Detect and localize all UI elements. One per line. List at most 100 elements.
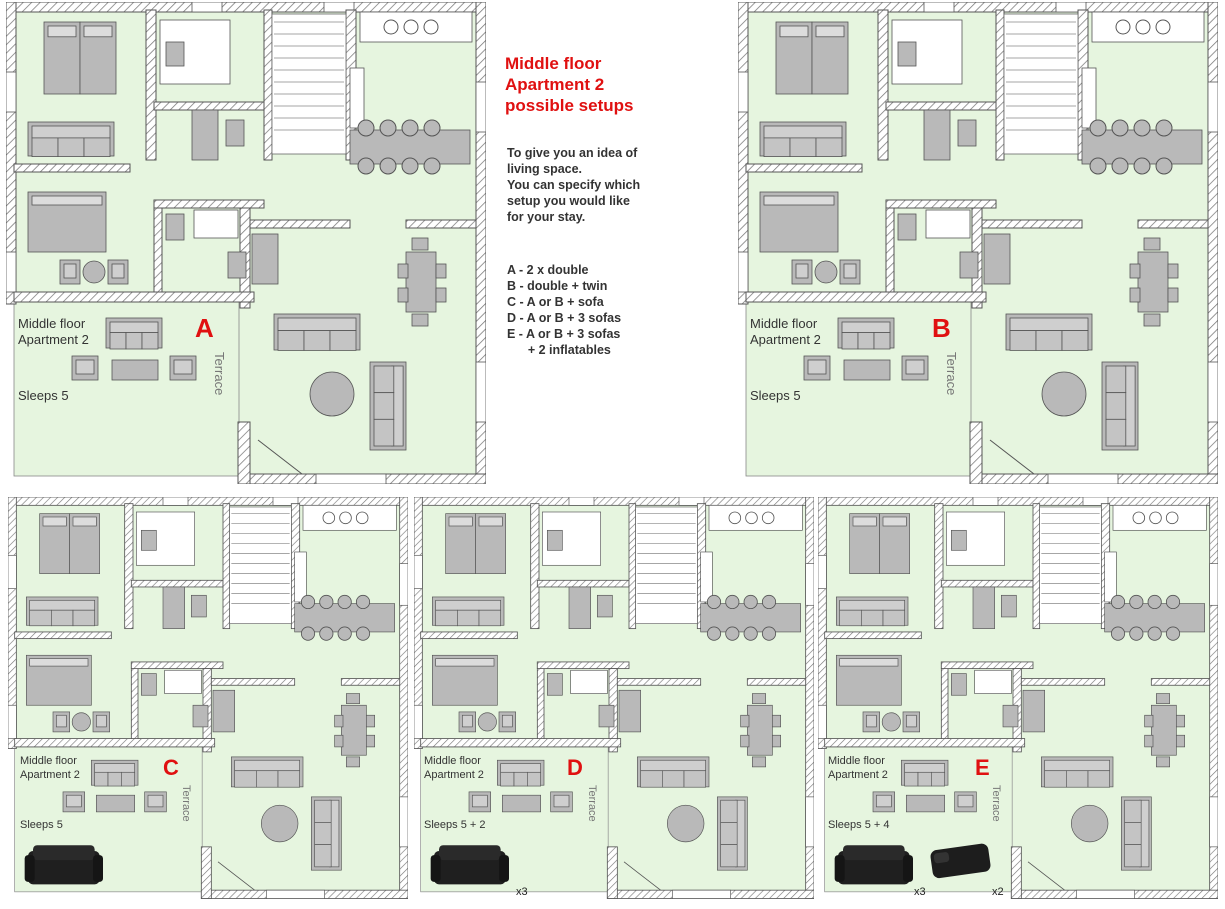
window <box>818 704 827 739</box>
wall <box>738 2 1218 13</box>
pillow <box>83 25 113 38</box>
armchair-seat <box>462 714 473 728</box>
armchair-seat <box>472 794 488 808</box>
window <box>1082 497 1109 506</box>
wall <box>263 9 273 161</box>
washbasin <box>227 251 247 279</box>
wall <box>745 291 987 303</box>
armchair-seat <box>876 794 892 808</box>
sofa-cushion <box>373 365 395 394</box>
window <box>972 497 999 506</box>
hob <box>1149 511 1162 525</box>
sofa <box>273 313 361 351</box>
sofa <box>717 796 748 871</box>
armchair-seat <box>111 263 125 279</box>
wall <box>8 497 408 506</box>
armchair-seat <box>843 263 857 279</box>
hob <box>1135 19 1151 35</box>
sofa-cushion <box>904 771 919 787</box>
wall <box>824 738 1026 748</box>
sofa-back <box>435 599 501 611</box>
stool <box>725 594 740 610</box>
shower <box>925 209 971 239</box>
hob <box>761 511 775 525</box>
pillow <box>779 25 809 38</box>
stool <box>761 594 777 610</box>
hob <box>383 19 399 35</box>
sofa-cushion <box>125 332 143 350</box>
sofa-cushion <box>277 770 301 788</box>
pillow <box>42 516 67 527</box>
stool <box>1147 626 1162 641</box>
armchair-seat <box>66 794 82 808</box>
wall <box>237 421 251 484</box>
hob <box>1165 511 1179 525</box>
hob <box>1132 511 1146 525</box>
window <box>162 497 189 506</box>
window <box>1209 796 1218 848</box>
wall <box>130 661 139 746</box>
wall <box>6 2 17 305</box>
sofa-cushion <box>314 799 332 823</box>
chair <box>1156 756 1170 768</box>
chair <box>1144 714 1154 728</box>
sofa-count: x3 <box>914 886 926 898</box>
sofa-cushion <box>1105 365 1127 394</box>
sofa-cushion <box>141 332 159 350</box>
sofa <box>27 121 115 157</box>
shower <box>570 669 608 694</box>
side-table <box>82 260 106 284</box>
sofa-cushion <box>720 844 738 868</box>
sofa <box>91 759 139 787</box>
stool <box>1111 119 1129 137</box>
stool <box>1110 626 1126 641</box>
pillow <box>815 25 845 38</box>
wall <box>746 678 807 686</box>
wall <box>536 661 630 670</box>
page-title: Middle floor Apartment 2 possible setups <box>505 54 634 115</box>
stool <box>743 626 758 641</box>
wall <box>745 163 863 173</box>
wall <box>885 199 895 301</box>
door-swing <box>989 439 1035 475</box>
hob <box>355 511 369 525</box>
round-table <box>1041 371 1087 417</box>
stool <box>300 626 316 641</box>
floor-plan-drawing <box>8 497 408 899</box>
armchair-seat <box>795 263 809 279</box>
wall <box>153 199 265 209</box>
wall <box>1150 678 1211 686</box>
wall <box>738 2 749 305</box>
chair <box>397 287 409 303</box>
chair <box>411 313 429 327</box>
coffee-table <box>843 359 891 381</box>
sofa-arm <box>834 855 845 882</box>
stool <box>357 119 375 137</box>
sofa-back <box>234 759 300 772</box>
toilet <box>191 594 207 618</box>
option-a: A - 2 x double <box>507 263 589 277</box>
chair <box>772 734 781 748</box>
chair <box>1129 287 1141 303</box>
armchair-seat <box>96 714 107 728</box>
option-e: E - A or B + 3 sofas <box>507 327 621 341</box>
intro-text: To give you an idea of living space. You… <box>507 146 641 224</box>
stool <box>379 157 397 175</box>
chair <box>366 714 375 728</box>
wall <box>818 497 827 749</box>
sofa-cushion <box>107 771 122 787</box>
dining-table <box>747 704 773 756</box>
wall <box>153 199 163 301</box>
door-swing <box>257 439 303 475</box>
sofa-cushion <box>527 771 541 787</box>
sofa-back <box>839 599 905 611</box>
toilet <box>1001 594 1017 618</box>
stool <box>423 119 441 137</box>
stool <box>423 157 441 175</box>
terrace-label: Terrace <box>990 785 1002 822</box>
door-swing <box>1027 861 1065 891</box>
armchair-seat <box>63 263 77 279</box>
toilet <box>165 213 185 241</box>
